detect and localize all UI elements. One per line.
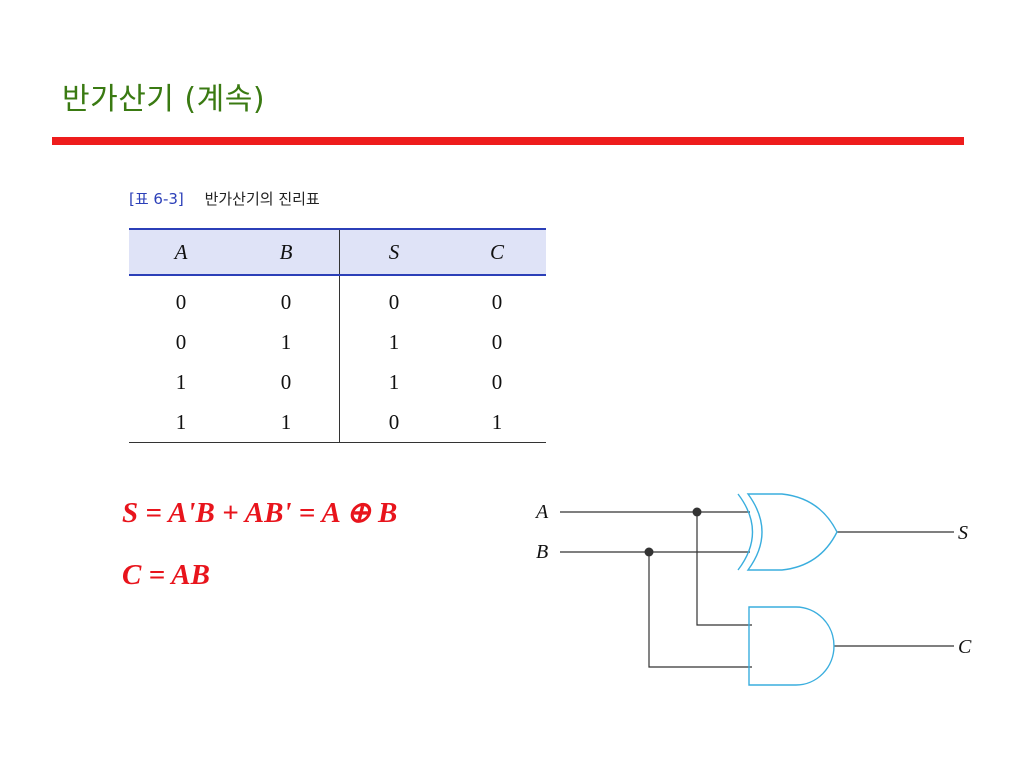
cell-c: 0: [491, 369, 503, 394]
table-row: 0 1 1 0: [129, 322, 546, 362]
truth-table-header-row: A B S C: [129, 228, 546, 276]
output-c-label: C: [958, 636, 972, 658]
cell-a: 0: [175, 329, 187, 354]
cell-b: 0: [280, 369, 292, 394]
cell-b: 1: [233, 402, 340, 443]
title-divider: [52, 137, 964, 145]
junction-b-dot: [644, 547, 654, 557]
half-adder-circuit: A B S C: [534, 493, 972, 686]
input-b-label: B: [536, 541, 548, 563]
header-c: C: [448, 228, 546, 276]
table-row: 1 1 0 1: [129, 402, 546, 443]
circuit-wires: [560, 511, 954, 668]
table-caption: [표 6-3] 반가산기의 진리표: [129, 188, 320, 209]
cell-b: 1: [280, 329, 292, 354]
cell-s: 0: [339, 275, 448, 322]
header-a: A: [129, 228, 233, 276]
cell-c: 0: [491, 329, 503, 354]
cell-s: 0: [339, 402, 448, 443]
wire-a-to-and: [696, 512, 752, 626]
cell-s: 1: [339, 322, 448, 362]
sum-equation: S = A'B + AB' = A ⊕ B: [122, 497, 398, 529]
cell-a: 0: [175, 289, 187, 314]
input-a-label: A: [534, 501, 549, 523]
xor-gate: [737, 493, 838, 571]
wire-b-to-and: [648, 552, 752, 668]
table-row: 1 0 1 0: [129, 362, 546, 402]
carry-equation: C = AB: [122, 559, 210, 591]
truth-table: A B S C 0 0 0 0 0 1 1 0 1 0 1 0 1 1 0 1: [129, 228, 546, 443]
cell-a: 1: [175, 369, 187, 394]
cell-b: 0: [280, 289, 292, 314]
junction-a-dot: [692, 507, 702, 517]
cell-s: 1: [339, 362, 448, 402]
table-caption-text: 반가산기의 진리표: [204, 190, 320, 208]
header-s: S: [339, 228, 448, 276]
cell-c: 0: [491, 289, 503, 314]
header-b: B: [233, 228, 340, 276]
and-gate: [748, 606, 835, 686]
xor-gate-body: [746, 493, 838, 571]
xor-gate-input-arc: [737, 493, 754, 571]
page-title: 반가산기 (계속): [62, 82, 266, 117]
table-caption-number: [표 6-3]: [129, 190, 184, 208]
cell-a: 1: [129, 402, 233, 443]
cell-c: 1: [448, 402, 546, 443]
table-row: 0 0 0 0: [129, 275, 546, 322]
output-s-label: S: [958, 522, 968, 544]
